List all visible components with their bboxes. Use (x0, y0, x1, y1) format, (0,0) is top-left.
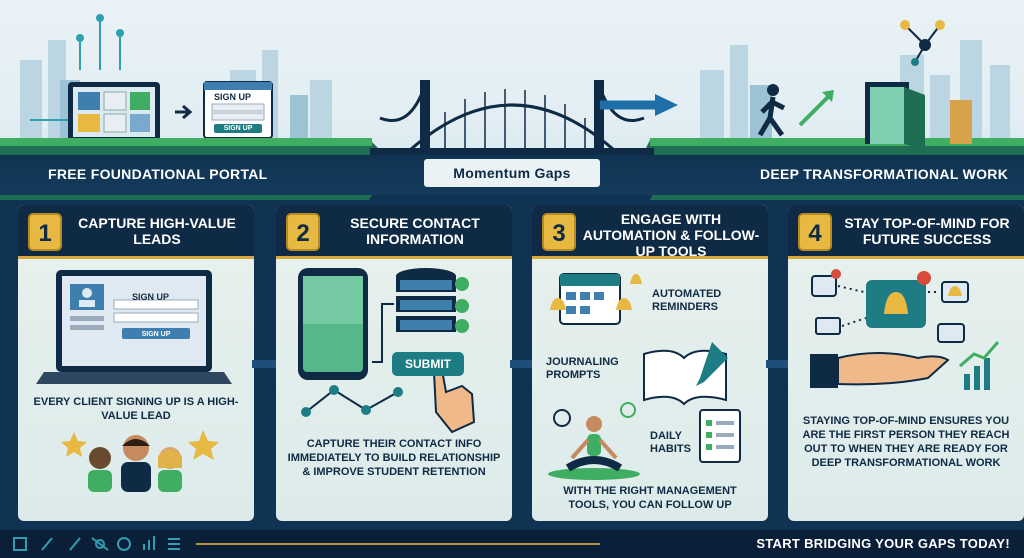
step-card-3: 3 Engage with Automation & Follow-Up Too… (532, 205, 768, 521)
step-number: 3 (542, 213, 576, 251)
footer-icons (13, 536, 790, 551)
step-caption: Staying top-of-mind ensures you are the … (802, 415, 1010, 469)
step-title: Engage with Automation & Follow-Up Tools (582, 211, 760, 259)
step-body: SIGN UP SIGN UP Every client signing up … (18, 262, 254, 521)
step-title: Stay Top-of-Mind for Future Success (844, 215, 1010, 247)
step-caption: Every client signing up is a high-value … (33, 396, 239, 422)
edit-icon (13, 537, 27, 551)
step-card-4: 4 Stay Top-of-Mind for Future Success (788, 205, 1024, 521)
submit-button[interactable]: SUBMIT (392, 352, 464, 376)
footer-bar (0, 530, 1024, 558)
top-signup-title: SIGN UP (214, 92, 252, 102)
chart-icon (143, 536, 155, 550)
tools-icon (41, 537, 53, 551)
step-header: 3 Engage with Automation & Follow-Up Too… (532, 205, 768, 259)
step-number: 4 (798, 213, 832, 251)
signup-title: SIGN UP (132, 292, 170, 302)
step-body: Automated Reminders Journaling Prompts D… (532, 262, 768, 521)
brush-icon (69, 537, 81, 551)
network-icon (91, 537, 109, 551)
step-header: 1 Capture High-Value Leads (18, 205, 254, 259)
laptop-signup-illustration (36, 270, 232, 492)
list-icon (168, 538, 180, 550)
top-signup-button[interactable]: SIGN UP (223, 125, 253, 132)
band-left-label: Free Foundational Portal (48, 166, 268, 182)
step-title: Secure Contact Information (350, 215, 480, 247)
step-body: Capture their contact info immediately t… (276, 262, 512, 521)
phone-database-illustration (298, 268, 476, 434)
step-caption: With the right management tools, you can… (563, 485, 737, 511)
automation-tools-illustration (548, 273, 741, 480)
label-journaling: Journaling Prompts (546, 356, 619, 381)
label-reminders: Automated Reminders (652, 288, 722, 313)
step-header: 2 Secure Contact Information (276, 205, 512, 259)
badge-icon (117, 537, 131, 551)
footer-cta[interactable]: Start Bridging Your Gaps Today! (756, 536, 1010, 551)
band-middle-label: Momentum Gaps (424, 159, 600, 187)
step-header: 4 Stay Top-of-Mind for Future Success (788, 205, 1024, 259)
step-caption: Capture their contact info immediately t… (287, 438, 501, 478)
step-body: Staying top-of-mind ensures you are the … (788, 262, 1024, 521)
notifications-hand-illustration (810, 269, 1000, 390)
label-habits: Daily Habits (650, 430, 691, 455)
step-number: 1 (28, 213, 62, 251)
signup-button[interactable]: SIGN UP (141, 331, 171, 338)
step-card-1: 1 Capture High-Value Leads (18, 205, 254, 521)
band-right-label: Deep Transformational Work (760, 166, 1009, 182)
step-card-2: 2 Secure Contact Information (276, 205, 512, 521)
step-number: 2 (286, 213, 320, 251)
step-title: Capture High-Value Leads (78, 215, 236, 247)
